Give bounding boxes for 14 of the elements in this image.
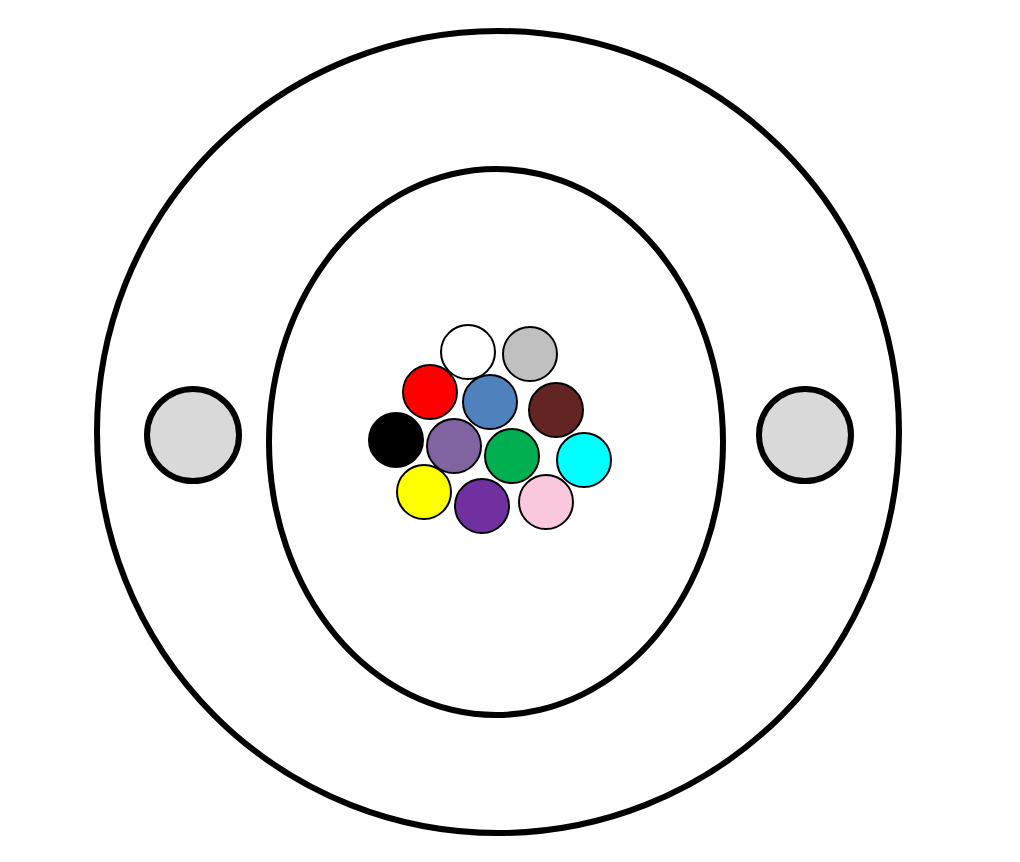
fiber-icon [484,428,540,484]
fiber-icon [527,381,584,438]
fiber-icon [555,432,612,489]
fiber-icon [440,324,497,381]
fiber-icon [462,374,518,431]
strength-member-icon [756,386,854,484]
fiber-icon [395,463,452,520]
strength-member-icon [143,386,241,484]
fiber-icon [517,474,574,531]
fiber-icon [426,418,483,474]
fiber-icon [453,478,510,534]
fiber-icon [368,411,425,468]
fiber-icon [402,363,458,420]
fiber-icon [502,326,558,383]
